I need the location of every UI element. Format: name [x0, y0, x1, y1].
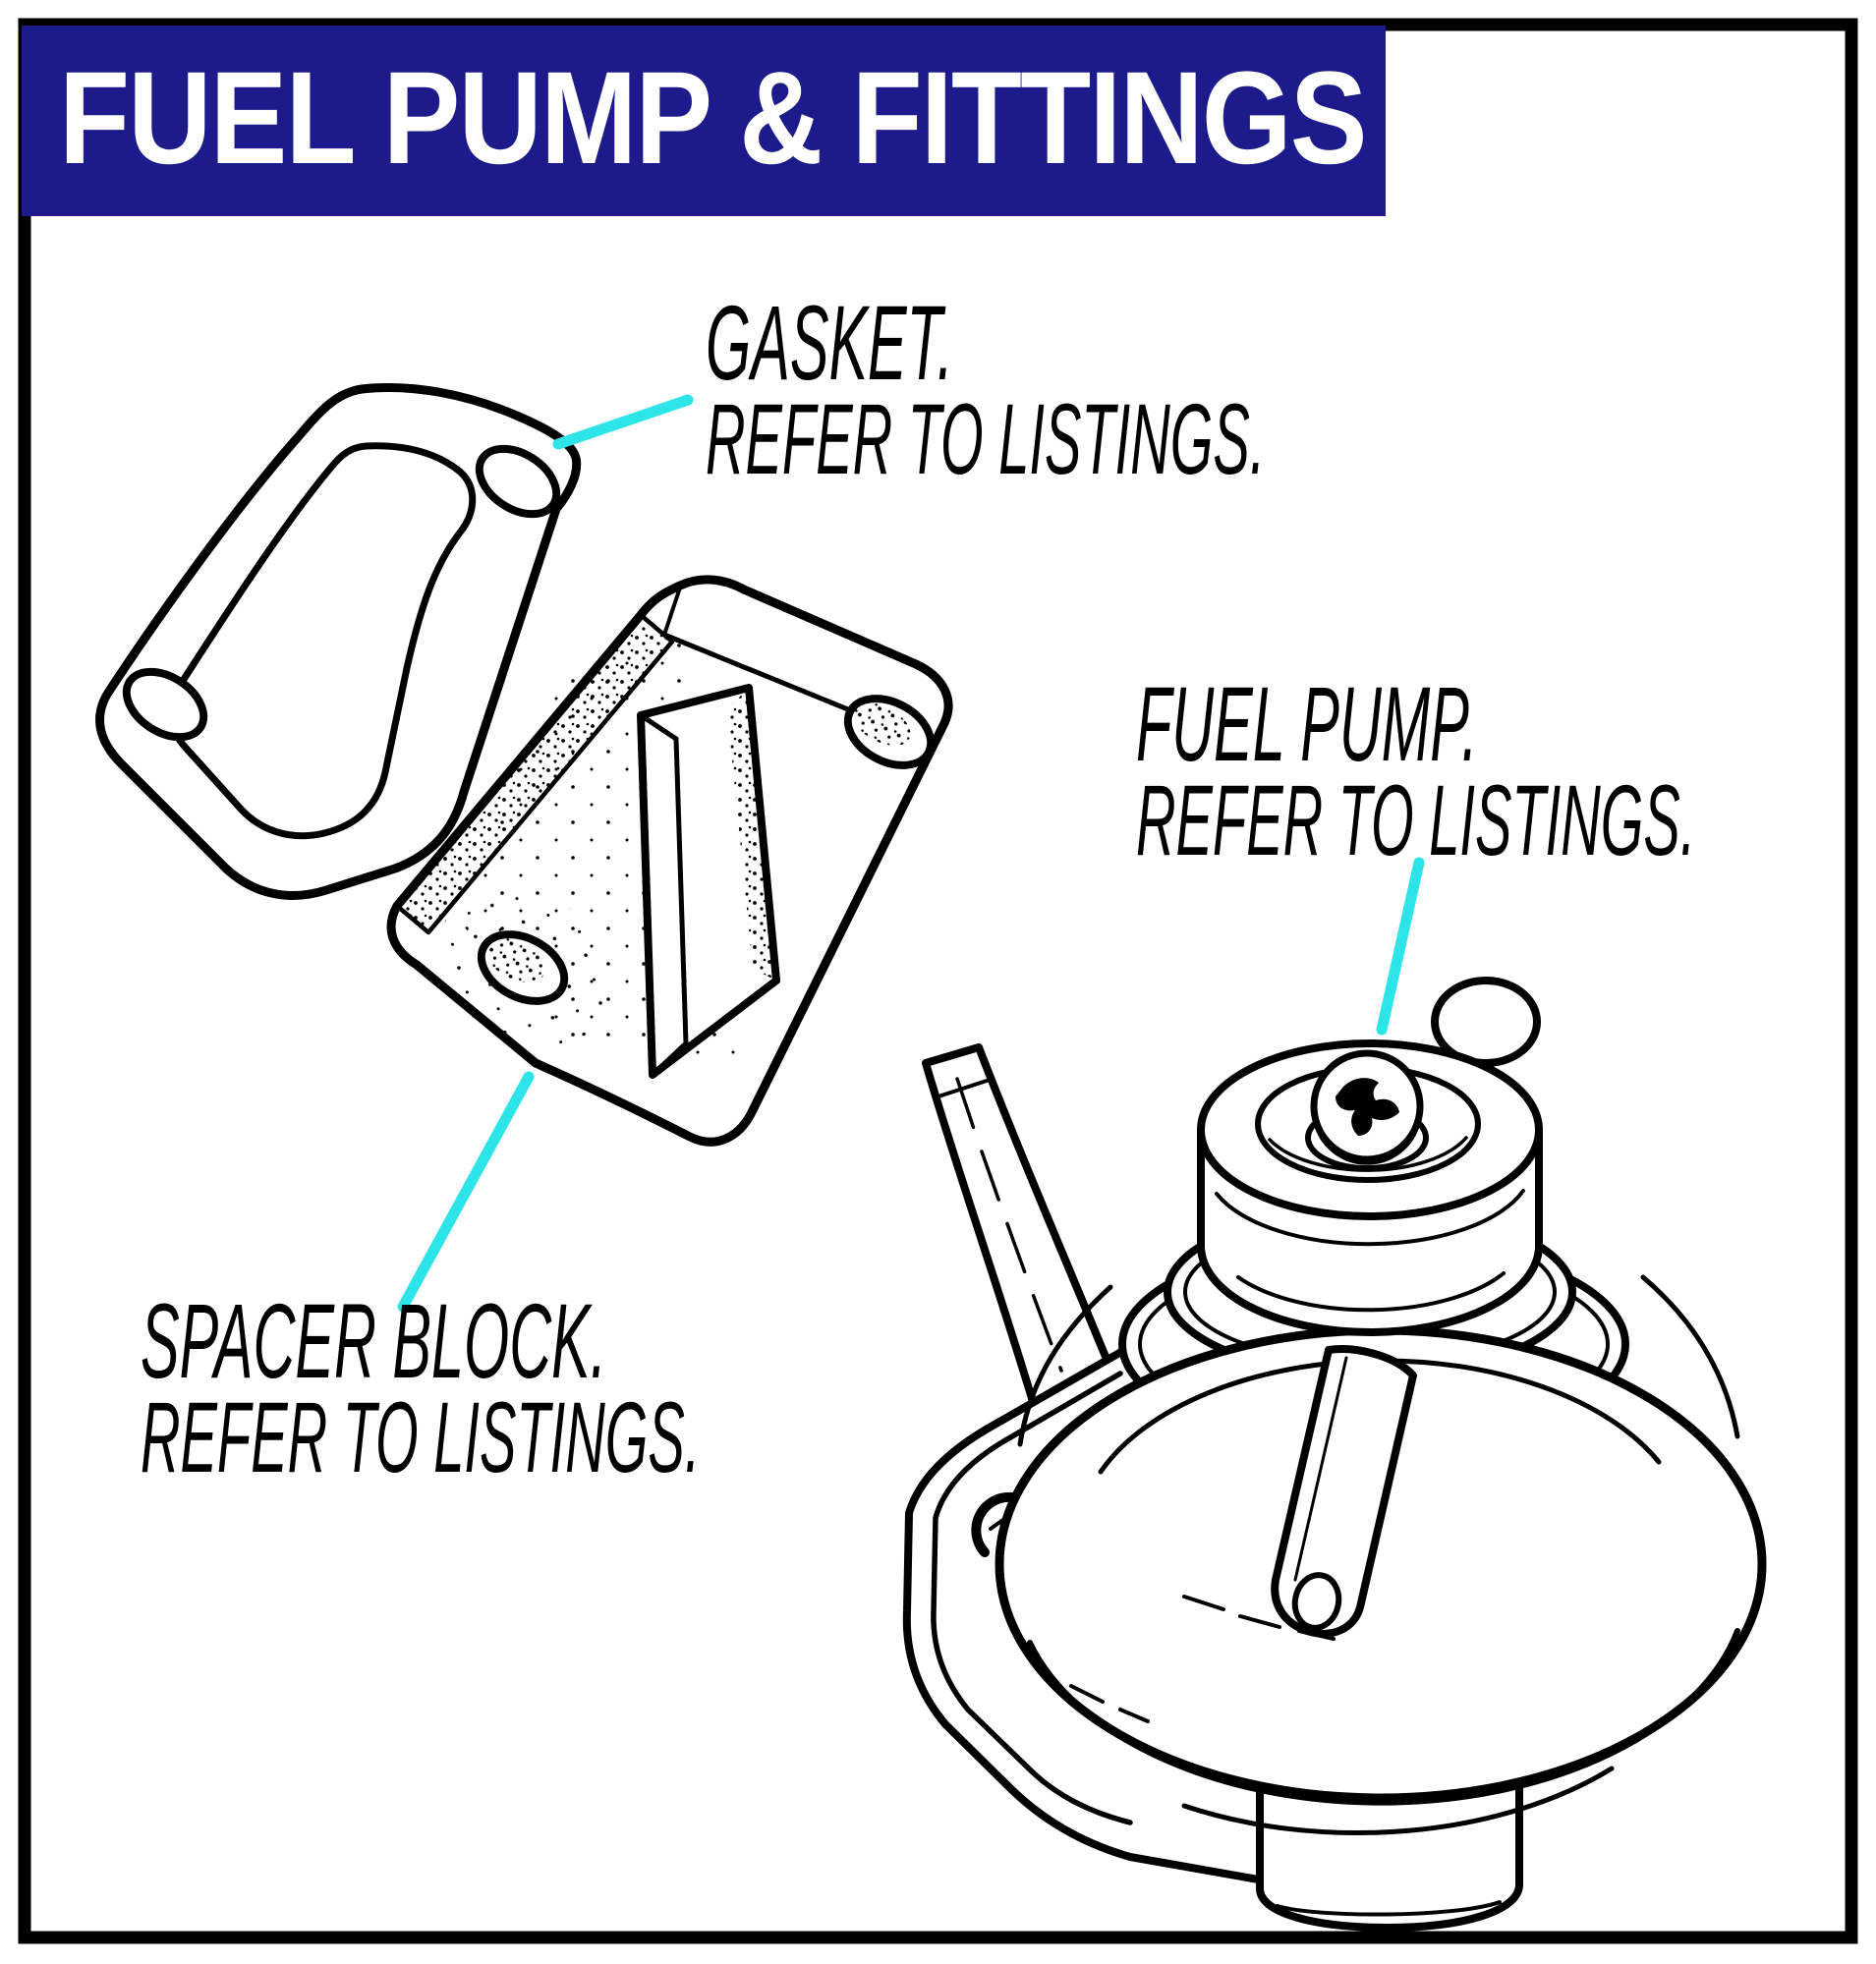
spacer-chamfer-band	[394, 612, 675, 935]
fuel-pump-label: FUEL PUMP. REFER TO LISTINGS.	[1136, 664, 1876, 876]
spacer-block-drawing	[386, 575, 953, 1147]
gasket-inner-line	[167, 442, 477, 840]
screw-head-marking	[1336, 1078, 1399, 1136]
spacer-block-label: SPACER BLOCK. REFER TO LISTINGS.	[141, 1281, 1158, 1493]
spacer-block-label-name: SPACER BLOCK.	[141, 1281, 607, 1400]
gasket-bolt-hole	[475, 444, 561, 519]
gasket-drawing	[95, 382, 582, 900]
fuel-pump-label-note: REFER TO LISTINGS.	[1136, 764, 1696, 876]
fuel-pump-outlet-tube	[1271, 1345, 1417, 1638]
fuel-pump-label-name: FUEL PUMP.	[1136, 664, 1478, 783]
gasket-bolt-hole	[122, 667, 208, 742]
spacer-block-label-note: REFER TO LISTINGS.	[141, 1381, 701, 1493]
page-title: FUEL PUMP & FITTINGS	[59, 45, 1367, 192]
title-banner: FUEL PUMP & FITTINGS	[22, 26, 1386, 216]
gasket-outline	[95, 382, 582, 900]
fuel-pump-leader-line	[1376, 857, 1425, 1036]
page-frame-border	[18, 18, 1858, 1944]
spacer-block-leader-line	[397, 1071, 535, 1313]
fuel-pump-top-cap	[1197, 1039, 1543, 1336]
gasket-label-note: REFER TO LISTINGS.	[706, 383, 1266, 495]
fuel-pump-drawing	[902, 977, 1767, 1932]
gasket-label-name: GASKET.	[706, 283, 954, 402]
gasket-leader-line	[552, 394, 694, 450]
gasket-label: GASKET. REFER TO LISTINGS.	[706, 283, 1723, 495]
